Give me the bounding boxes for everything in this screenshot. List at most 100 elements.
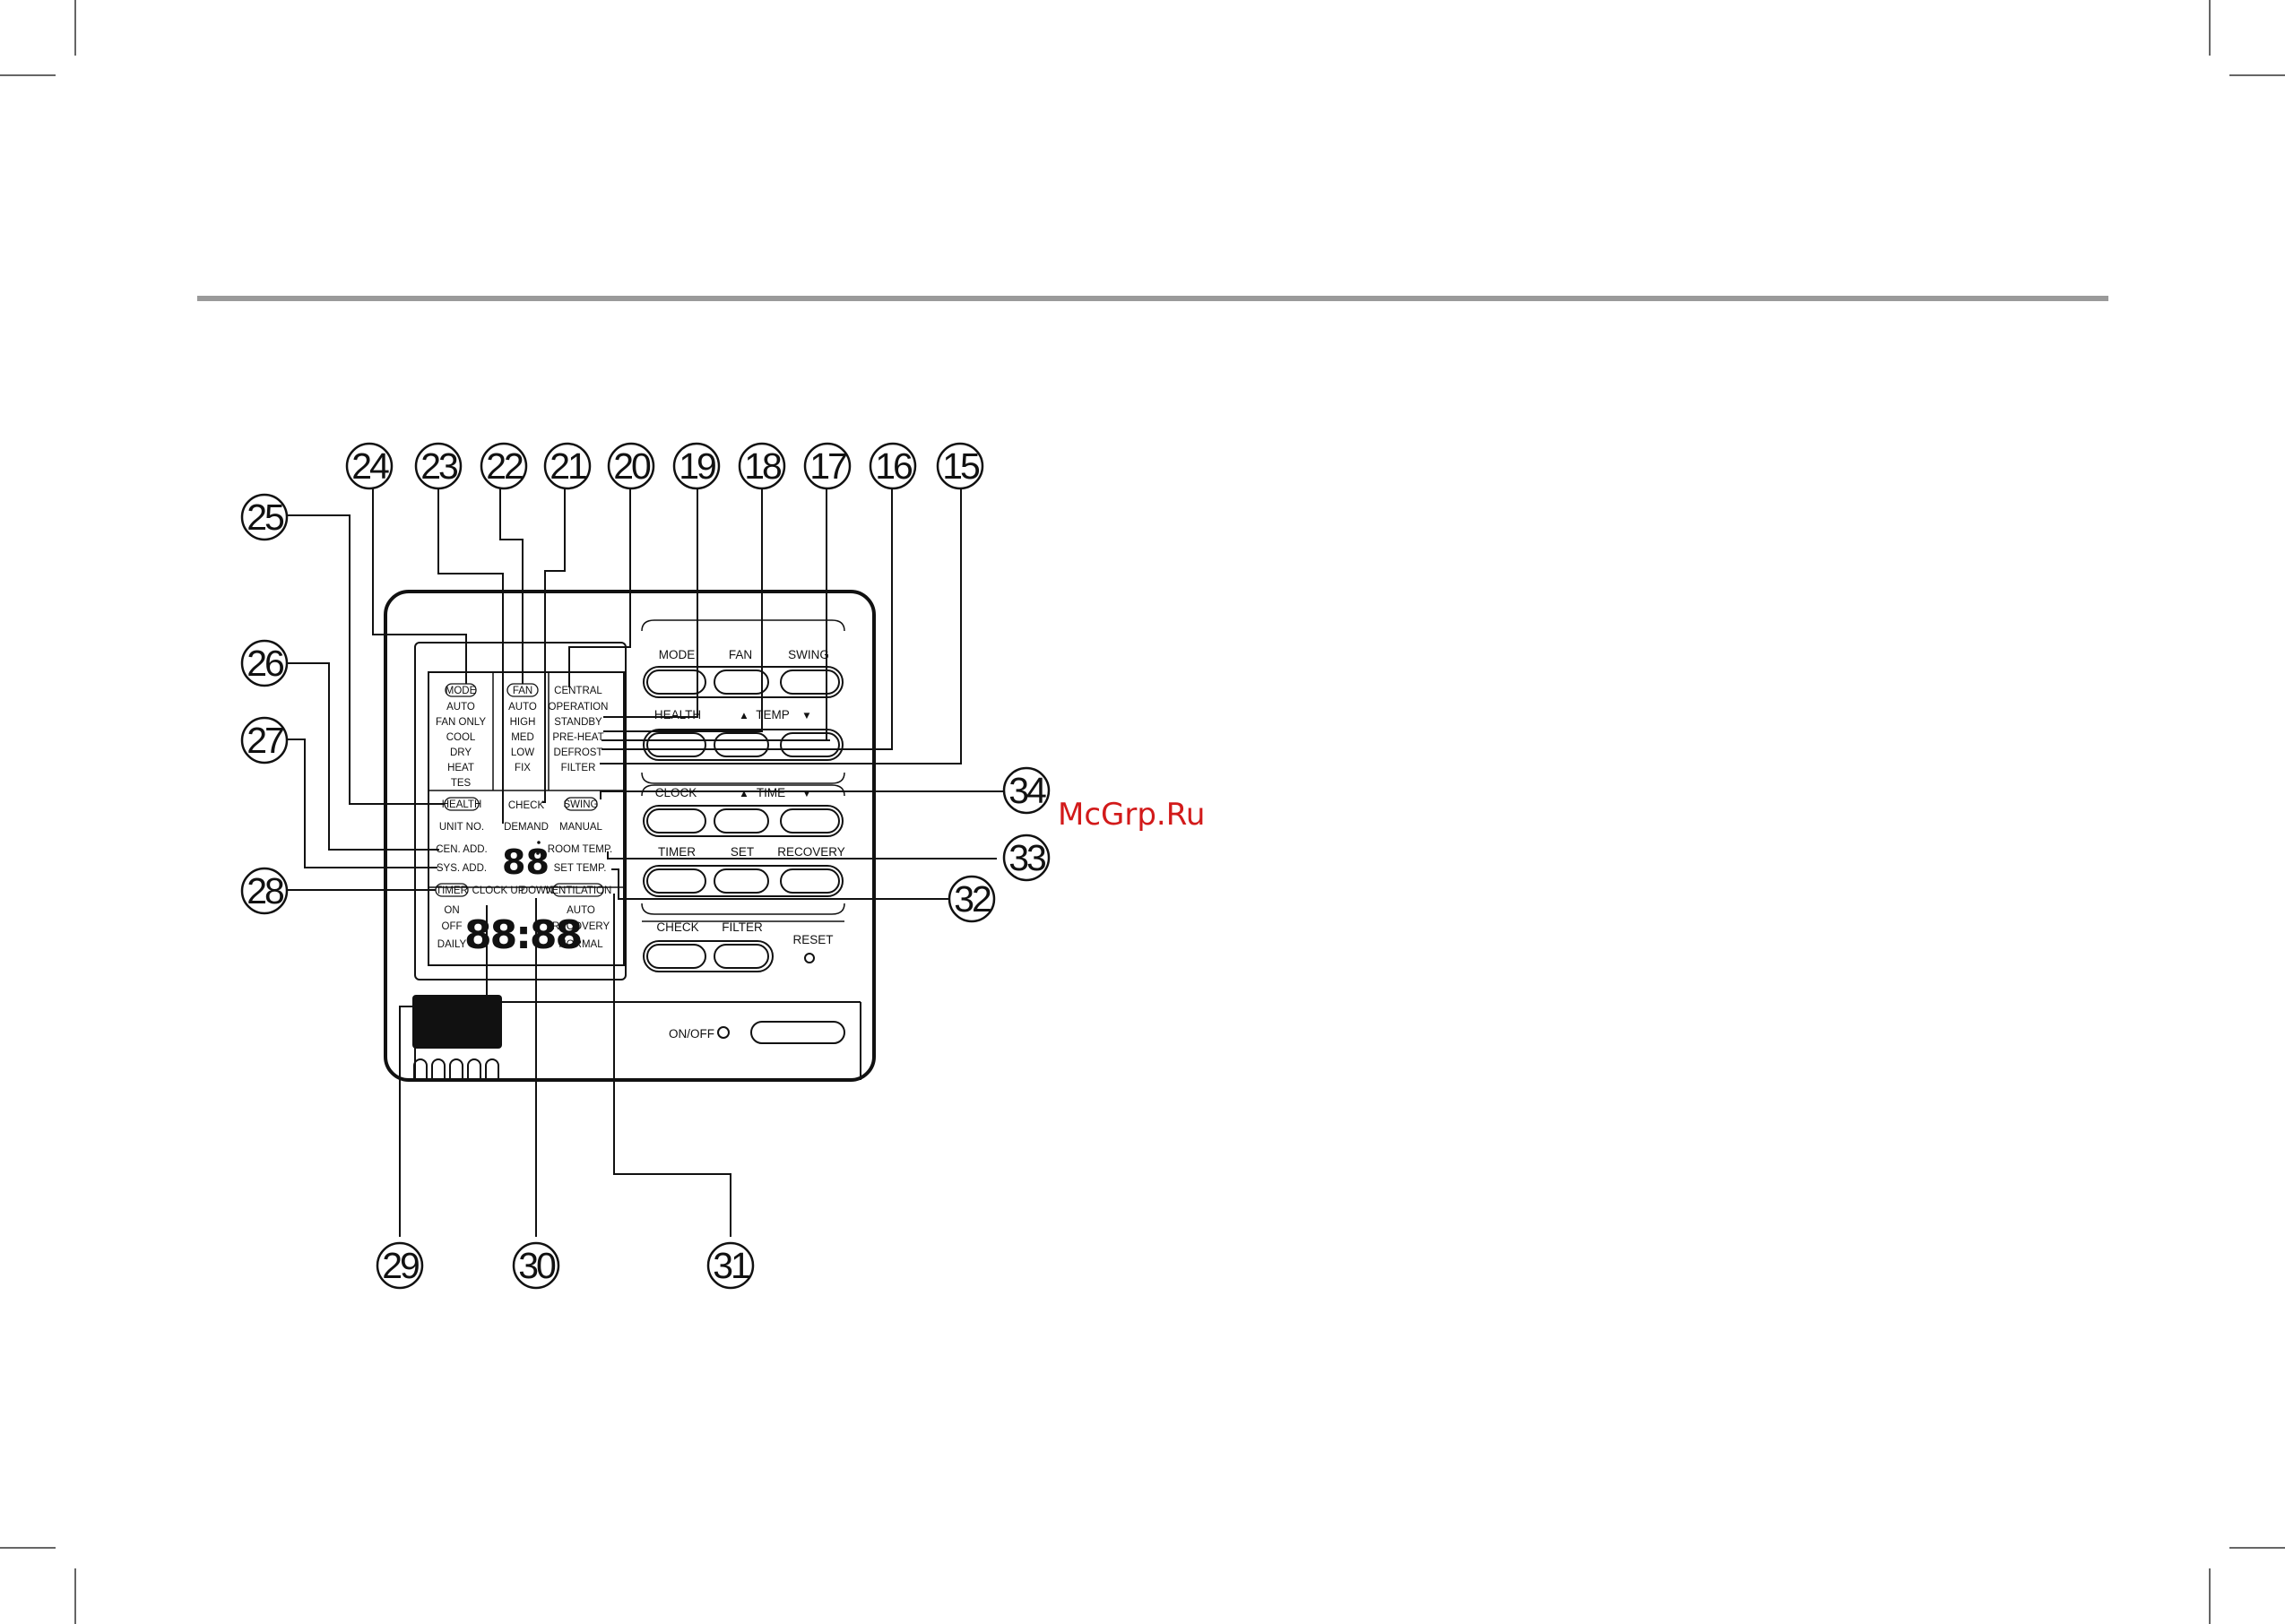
time-up-button[interactable] — [714, 808, 769, 834]
callout-29: 29 — [376, 1241, 424, 1290]
temp-up-arrow: ▲ — [739, 711, 749, 721]
unit-no: UNIT NO. — [439, 822, 484, 833]
svg-text:25: 25 — [247, 497, 284, 538]
mode-button-label: MODE — [659, 648, 696, 661]
clock-button[interactable] — [646, 808, 706, 834]
recovery-button[interactable] — [780, 868, 840, 894]
recovery-button-label: RECOVERY — [777, 845, 845, 859]
watermark: McGrp.Ru — [1058, 797, 1205, 833]
button-row-5: CHECK FILTER RESET — [643, 920, 834, 972]
vent-auto: AUTO — [567, 905, 595, 916]
onoff-button[interactable] — [750, 1021, 845, 1044]
svg-text:29: 29 — [382, 1245, 419, 1286]
callout-30: 30 — [512, 1241, 560, 1290]
callout-15: 15 — [936, 442, 984, 490]
svg-text:33: 33 — [1008, 837, 1045, 878]
mode-button[interactable] — [646, 669, 706, 695]
fan-badge: FAN — [513, 686, 532, 696]
onoff-area: ON/OFF — [669, 1021, 845, 1044]
swing-manual: MANUAL — [559, 822, 603, 833]
svg-text:24: 24 — [351, 445, 389, 487]
svg-text:30: 30 — [518, 1245, 556, 1286]
reset-button[interactable] — [804, 953, 815, 963]
lcd-screen — [428, 671, 625, 966]
temp-down-arrow: ▼ — [801, 711, 811, 721]
onoff-label: ON/OFF — [669, 1027, 714, 1041]
clock-button-label: CLOCK — [655, 786, 697, 799]
time-label: TIME — [757, 786, 785, 799]
callout-24: 24 — [345, 442, 394, 490]
clock-digits: 88:88 — [464, 912, 581, 958]
lcd-frame — [414, 642, 627, 980]
ventilation-badge: VENTILATION — [545, 885, 612, 896]
time-down-arrow: ▼ — [801, 789, 811, 799]
temp-down-button[interactable] — [780, 732, 840, 757]
svg-text:28: 28 — [247, 870, 284, 911]
svg-text:27: 27 — [247, 720, 283, 761]
filter-button[interactable] — [714, 944, 769, 969]
check-indicator: CHECK — [508, 800, 545, 811]
timer-on: ON — [444, 905, 459, 916]
svg-text:20: 20 — [613, 445, 651, 487]
svg-text:15: 15 — [942, 445, 980, 487]
time-down-button[interactable] — [780, 808, 840, 834]
timer-off: OFF — [442, 921, 463, 932]
room-temp: ROOM TEMP. — [548, 844, 612, 855]
fan-button-label: FAN — [729, 648, 752, 661]
swing-button-label: SWING — [788, 648, 829, 661]
svg-text:19: 19 — [679, 445, 715, 487]
status-filter: FILTER — [561, 763, 596, 773]
leader-lines — [284, 486, 1006, 1237]
health-button[interactable] — [646, 732, 706, 757]
set-temp: SET TEMP. — [554, 863, 607, 874]
button-row-3: CLOCK ▲ TIME ▼ — [643, 786, 844, 837]
set-button[interactable] — [714, 868, 769, 894]
button-row-2: HEALTH ▲ TEMP ▼ — [643, 708, 844, 761]
svg-text:26: 26 — [247, 643, 283, 684]
callout-25: 25 — [240, 493, 289, 541]
fan-fix: FIX — [515, 763, 531, 773]
svg-text:18: 18 — [744, 445, 782, 487]
swing-button[interactable] — [780, 669, 840, 695]
swing-badge: SWING — [564, 799, 599, 810]
status-standby: STANDBY — [554, 717, 602, 728]
fan-low: LOW — [511, 747, 534, 758]
callout-31: 31 — [706, 1241, 755, 1290]
button-row-4: TIMER SET RECOVERY — [643, 845, 845, 897]
filter-button-label: FILTER — [722, 920, 763, 934]
lcd-middle: HEALTH CHECK SWING UNIT NO. DEMAND MANUA… — [436, 797, 612, 882]
callout-23: 23 — [414, 442, 463, 490]
fan-button[interactable] — [714, 669, 769, 695]
ir-window — [412, 995, 502, 1049]
health-button-label: HEALTH — [654, 708, 701, 721]
mode-auto: AUTO — [446, 702, 475, 713]
status-operation: OPERATION — [549, 702, 609, 713]
callout-32: 32 — [948, 875, 996, 923]
callout-34: 34 — [1002, 766, 1051, 815]
fan-auto: AUTO — [508, 702, 537, 713]
svg-text:17: 17 — [809, 445, 846, 487]
callouts: 24 23 22 21 20 19 18 17 16 15 25 26 27 2… — [240, 442, 1051, 1290]
timer-badge: TIMER — [436, 885, 468, 896]
demand: DEMAND — [504, 822, 549, 833]
status-central: CENTRAL — [554, 686, 602, 696]
callout-22: 22 — [480, 442, 528, 490]
timer-button[interactable] — [646, 868, 706, 894]
mode-fan-only: FAN ONLY — [436, 717, 486, 728]
header-rule — [197, 296, 2108, 301]
check-button[interactable] — [646, 944, 706, 969]
callout-27: 27 — [240, 716, 289, 764]
timer-daily: DAILY — [437, 939, 467, 950]
down-label: DOWN — [521, 885, 553, 896]
temp-up-button[interactable] — [714, 732, 769, 757]
fan-high: HIGH — [510, 717, 536, 728]
callout-18: 18 — [738, 442, 786, 490]
grip-slots — [413, 1058, 499, 1080]
temp-label: TEMP — [756, 708, 790, 721]
svg-text:22: 22 — [486, 445, 523, 487]
callout-19: 19 — [672, 442, 721, 490]
svg-text:21: 21 — [550, 445, 586, 487]
reset-label: RESET — [792, 933, 833, 946]
mode-heat: HEAT — [447, 763, 474, 773]
status-group: CENTRAL OPERATION STANDBY PRE-HEAT DEFRO… — [549, 686, 609, 773]
